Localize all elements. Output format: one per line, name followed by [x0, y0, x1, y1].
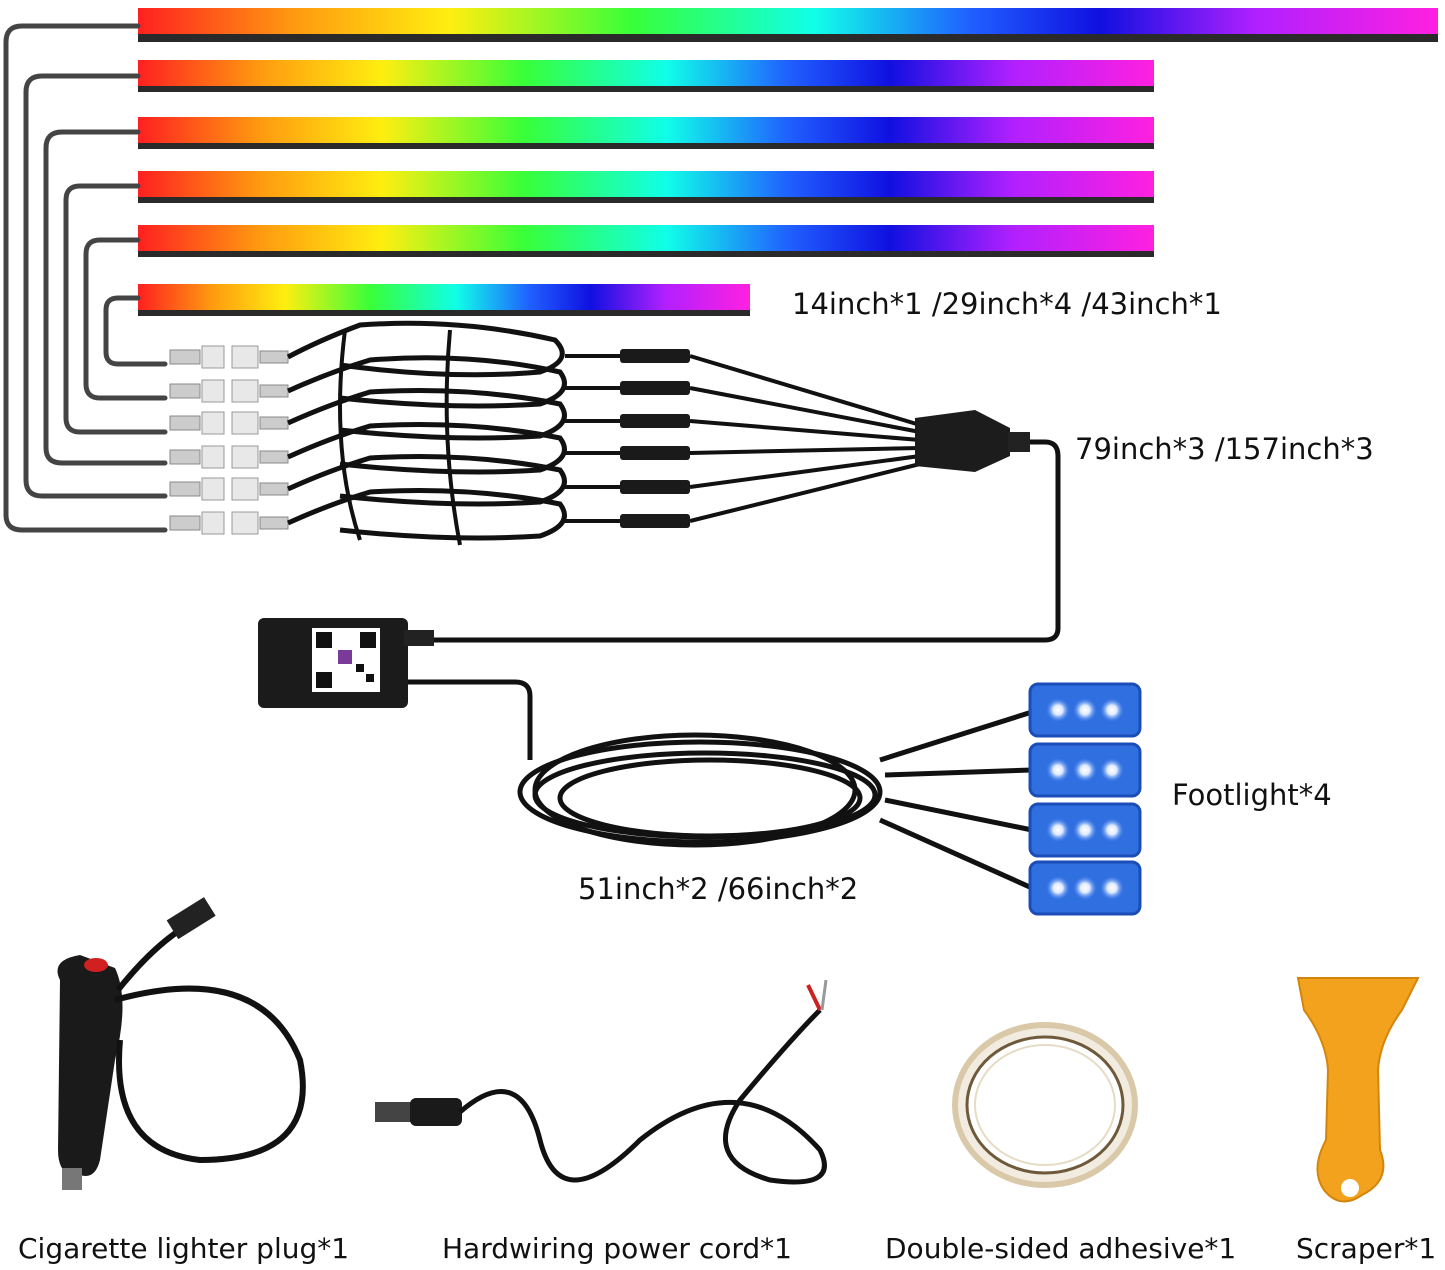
controller-box-icon	[258, 618, 533, 760]
cigarette-plug-icon	[57, 897, 306, 1190]
scraper-icon	[1296, 977, 1420, 1203]
led-strip-1	[138, 8, 1438, 34]
adhesive-caption: Double-sided adhesive*1	[885, 1232, 1237, 1265]
strip-lead-wires	[3, 23, 168, 533]
led-strip-5	[138, 225, 1154, 251]
footlight-label: Footlight*4	[1172, 778, 1332, 812]
extension-lengths-label: 79inch*3 /157inch*3	[1075, 432, 1374, 466]
splitter-wires	[430, 349, 1061, 643]
hardwiring-cord-caption: Hardwiring power cord*1	[442, 1232, 792, 1265]
led-strip-6	[138, 284, 750, 310]
hardwiring-cord-icon	[375, 979, 828, 1185]
led-strip-2	[138, 60, 1154, 86]
led-strip-3	[138, 117, 1154, 143]
footlight-2	[1028, 742, 1142, 798]
strip-lengths-label: 14inch*1 /29inch*4 /43inch*1	[792, 287, 1222, 321]
footlight-4	[1028, 860, 1142, 916]
footlights	[1028, 682, 1142, 916]
cigarette-plug-caption: Cigarette lighter plug*1	[18, 1232, 350, 1265]
footlight-1	[1028, 682, 1142, 738]
led-strips	[138, 8, 1438, 316]
led-strip-4	[138, 171, 1154, 197]
splitter-hub	[915, 410, 1010, 472]
adhesive-roll-icon	[952, 1022, 1138, 1188]
footlight-3	[1028, 802, 1142, 858]
scraper-caption: Scraper*1	[1296, 1232, 1437, 1265]
strip-connectors	[169, 345, 289, 535]
footlight-cable-coil	[517, 709, 1034, 891]
footlight-cable-lengths-label: 51inch*2 /66inch*2	[578, 872, 859, 906]
extension-cable-coils	[286, 320, 567, 546]
